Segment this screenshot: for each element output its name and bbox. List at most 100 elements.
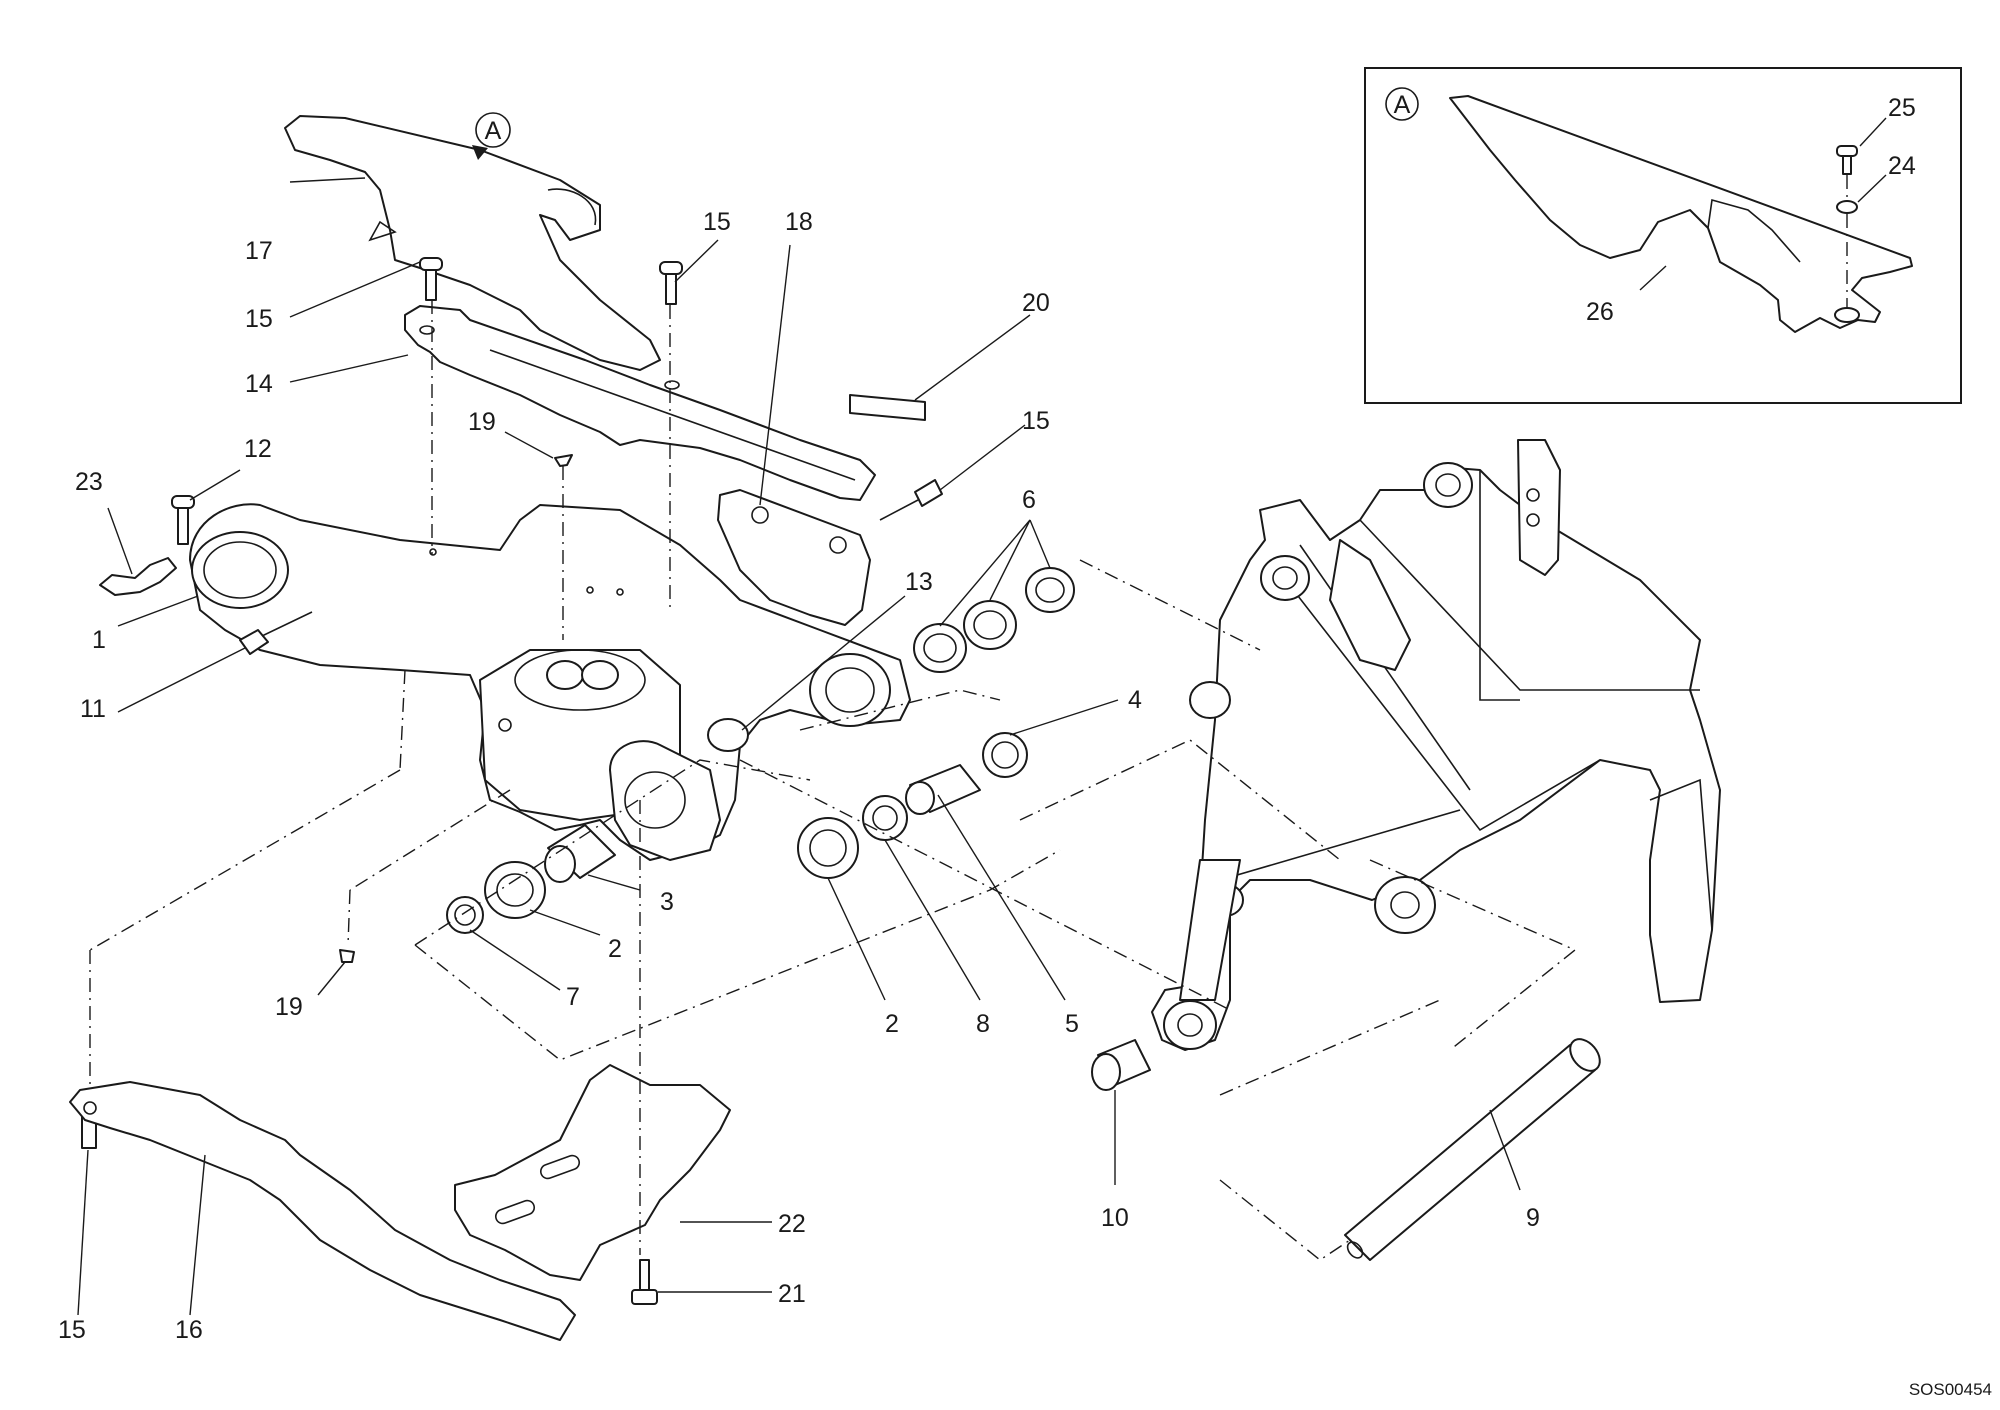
swingarm-clamp-bore <box>203 541 277 599</box>
leader-6-a <box>989 519 1031 601</box>
bearing-part-2-a <box>797 817 859 879</box>
leader-18 <box>759 244 791 506</box>
leader-19a <box>504 431 554 459</box>
screw-part-15-b <box>659 261 683 275</box>
leader-24 <box>1857 174 1887 203</box>
axis-lower-pivot <box>414 849 1061 1061</box>
label-part-20 <box>849 394 926 421</box>
bearing-6-a-bore <box>923 633 957 663</box>
swingarm-hole-3 <box>429 548 437 556</box>
callout-13: 13 <box>905 568 933 596</box>
axis-seal-4 <box>1019 739 1341 861</box>
screw-shank-15-b <box>665 273 677 305</box>
seal-8-bore <box>872 805 898 831</box>
frame-pivot-hole <box>1390 891 1420 919</box>
swingarm-hole-2 <box>616 588 624 596</box>
chain-guard-part-26 <box>1449 95 1913 333</box>
leader-17 <box>289 177 366 183</box>
diagram-code: SOS00454 <box>1909 1380 1992 1399</box>
leader-6-b <box>1029 519 1051 569</box>
bolt-head-21 <box>631 1289 658 1305</box>
frame-tube-1 <box>1269 559 1601 832</box>
inset-marker-circle <box>1385 87 1419 121</box>
swingarm-hole-1 <box>586 586 594 594</box>
bracket-16-hole <box>83 1101 97 1115</box>
bearing-part-2-b <box>484 861 546 919</box>
leader-15a <box>289 261 421 318</box>
callout-17: 17 <box>245 237 273 265</box>
leader-8 <box>884 839 981 1001</box>
view-marker-label: A <box>485 117 502 145</box>
bush-10-end <box>1091 1053 1121 1091</box>
bracket-14-hole-1 <box>419 325 435 335</box>
leader-20 <box>914 314 1031 401</box>
pivot-shaft-part-9 <box>1344 1044 1596 1261</box>
leader-14 <box>289 354 409 383</box>
leader-2a <box>827 877 886 1001</box>
bearing-2-b-bore <box>496 873 534 907</box>
leader-lines <box>77 177 1521 1316</box>
leader-15d <box>77 1149 89 1316</box>
frame-rear-edge <box>1649 778 1713 931</box>
leader-3 <box>587 874 641 891</box>
leader-5 <box>937 794 1066 1001</box>
callout-24: 24 <box>1888 152 1916 180</box>
callout-20: 20 <box>1022 289 1050 317</box>
frame-bracket-2 <box>1517 439 1561 576</box>
washer-part-24 <box>1836 200 1858 214</box>
frame-tube-5 <box>1479 470 1520 701</box>
screw-part-15-a <box>419 257 443 271</box>
leader-1 <box>117 595 199 627</box>
callout-2-b: 2 <box>608 935 622 963</box>
cover-18-hole-2 <box>829 536 847 554</box>
frame-body <box>1151 467 1721 1051</box>
frame-hanger <box>1179 859 1241 1001</box>
bearing-6-c-bore <box>1035 577 1065 603</box>
seal-7-bore <box>454 904 476 926</box>
seal-part-7 <box>446 896 484 934</box>
leader-19b <box>317 961 346 996</box>
axis-lower-left <box>414 759 811 946</box>
axis-bracket-16-b <box>89 769 401 951</box>
bearing-part-6-c <box>1025 567 1075 613</box>
plate-22-slot-1 <box>539 1154 581 1180</box>
inset-view-a: A 25 24 26 <box>1364 67 1962 404</box>
axis-rivet-19b-b <box>347 889 351 946</box>
rivet-part-19-b <box>339 949 355 963</box>
bolt-part-12 <box>171 495 195 509</box>
callout-12: 12 <box>244 435 272 463</box>
callout-25: 25 <box>1888 94 1916 122</box>
frame-lug-top-hole <box>1435 473 1461 497</box>
callout-26: 26 <box>1586 298 1614 326</box>
axis-lower-right <box>739 759 1231 1011</box>
bolt-shank-12 <box>177 507 189 545</box>
frame-lug-mid <box>1189 681 1231 719</box>
small-parts: A <box>69 112 1601 1341</box>
chain-guard-part-17 <box>284 115 661 371</box>
leader-26 <box>1639 265 1667 291</box>
callout-22: 22 <box>778 1210 806 1238</box>
callout-6: 6 <box>1022 486 1036 514</box>
swingarm-front-eye <box>809 653 891 727</box>
frame-tube-4 <box>1359 519 1700 691</box>
callout-18: 18 <box>785 208 813 236</box>
frame-lug-top <box>1423 462 1473 508</box>
frame-lower-lug <box>1163 1000 1217 1050</box>
leader-15b <box>674 239 719 283</box>
callout-21: 21 <box>778 1280 806 1308</box>
leader-4 <box>1009 699 1119 736</box>
chain-guard-group <box>284 115 876 501</box>
plate-22-slot-2 <box>494 1199 536 1225</box>
lower-bracket-part-16 <box>69 1081 576 1341</box>
assembly-axes <box>89 300 1577 1261</box>
callout-16: 16 <box>175 1316 203 1344</box>
swingarm-pivot-top <box>514 649 646 711</box>
plug-part-13 <box>707 718 749 752</box>
swingarm-front-bore <box>825 667 875 713</box>
chain-guard-opening <box>547 188 597 226</box>
callout-8: 8 <box>976 1010 990 1038</box>
bolt-shank-11 <box>261 611 313 637</box>
axis-bush-10 <box>1219 999 1441 1096</box>
frame-bracket-1 <box>1329 539 1411 671</box>
inset-frame <box>1364 67 1962 404</box>
